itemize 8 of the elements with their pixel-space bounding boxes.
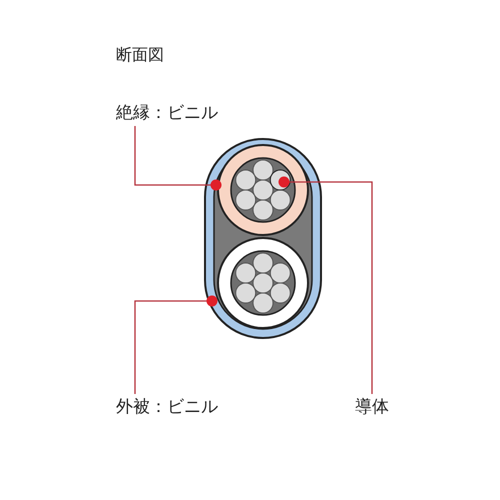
callout-label: 絶縁：ビニル xyxy=(116,103,218,123)
leader-line xyxy=(134,126,222,190)
title: 断面図 xyxy=(116,45,164,65)
callout-label: 外被：ビニル xyxy=(116,397,218,417)
leader-line xyxy=(134,296,218,394)
conductor-strand xyxy=(270,170,291,190)
callout-label: 導体 xyxy=(355,397,389,417)
leader-line xyxy=(278,176,373,394)
